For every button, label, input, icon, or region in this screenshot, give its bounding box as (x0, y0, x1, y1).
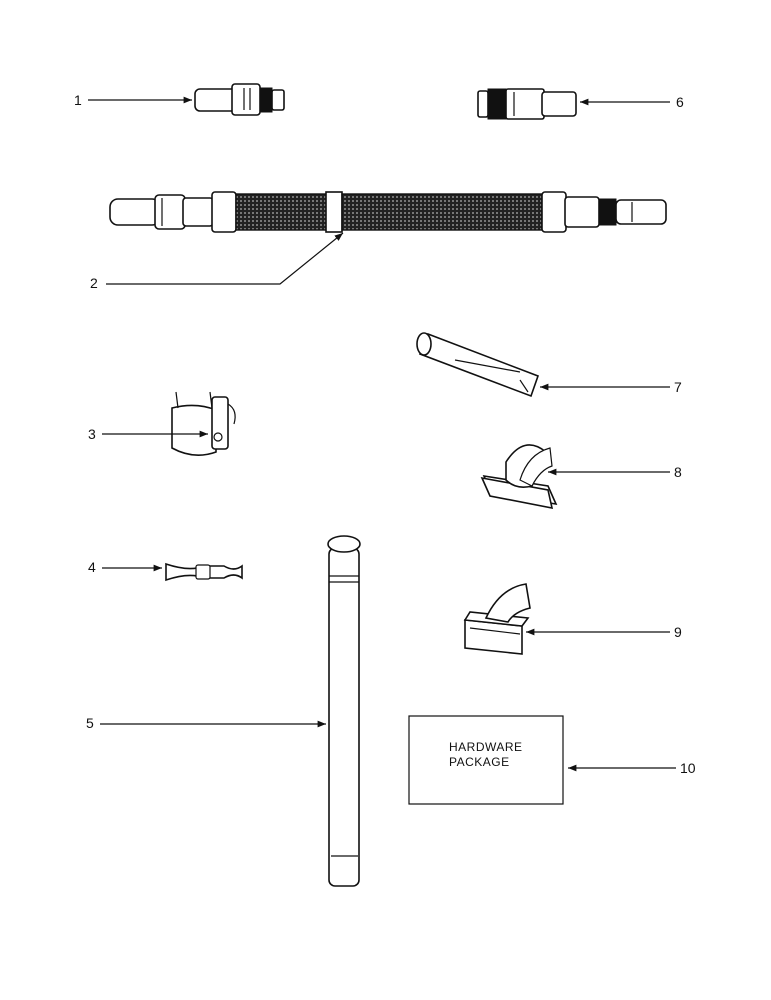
callout-10: 10 (568, 760, 696, 776)
part-7-crevice-tool (416, 332, 540, 398)
part-6-connector (477, 88, 577, 120)
part-8-nozzle (480, 444, 558, 510)
callout-1: 1 (74, 92, 192, 108)
callout-4: 4 (88, 559, 162, 575)
callout-label: 1 (74, 92, 82, 108)
callout-label: 6 (676, 94, 684, 110)
callout-label: 9 (674, 624, 682, 640)
hardware-label-line1: HARDWARE (449, 740, 523, 754)
callout-9: 9 (526, 624, 682, 640)
callout-label: 7 (674, 379, 682, 395)
callout-5: 5 (86, 715, 326, 731)
part-1-connector (194, 83, 285, 116)
part-2-hose (109, 191, 667, 233)
hardware-label-line2: PACKAGE (449, 755, 510, 769)
part-9-brush (463, 583, 531, 655)
callout-label: 3 (88, 426, 96, 442)
callout-8: 8 (548, 464, 682, 480)
callout-label: 10 (680, 760, 696, 776)
part-10-hardware-package: HARDWARE PACKAGE (408, 715, 564, 805)
callout-2: 2 (90, 232, 344, 291)
callout-6: 6 (580, 94, 684, 110)
part-5-wand (327, 535, 361, 887)
part-3-clip (171, 391, 236, 456)
callout-label: 4 (88, 559, 96, 575)
callout-label: 8 (674, 464, 682, 480)
callout-3: 3 (88, 426, 208, 442)
callout-label: 5 (86, 715, 94, 731)
callout-7: 7 (540, 379, 682, 395)
callout-label: 2 (90, 275, 98, 291)
part-4-strap (165, 562, 243, 582)
